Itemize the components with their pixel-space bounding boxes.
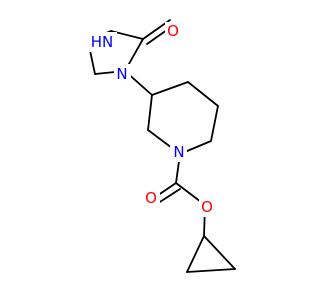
atom-labels: HN O N N O O — [87, 22, 216, 217]
bond-cyclopropyl-b — [186, 268, 236, 273]
atom-label-o-ester: O — [201, 198, 213, 216]
atom-label-o-carbonyl-top: O — [167, 22, 179, 40]
atom-label-n-piperidine: N — [173, 143, 184, 161]
atom-label-o-carbamate: O — [145, 189, 157, 207]
atom-label-nh: HN — [91, 33, 114, 51]
bonds — [87, 19, 236, 273]
bond-cyclopropyl-a — [203, 235, 236, 270]
bond-pip-c4-c5 — [187, 81, 219, 107]
molecule-structure: HN O N N O O — [87, 19, 236, 273]
bond-cyclopropyl-c — [186, 235, 205, 273]
bond-pip-c3-c4 — [151, 81, 189, 96]
bond-pip-c5-c6 — [210, 105, 219, 142]
atom-label-n-imidazolidinone: N — [116, 65, 127, 83]
bond-pip-c2-c3 — [147, 94, 153, 131]
